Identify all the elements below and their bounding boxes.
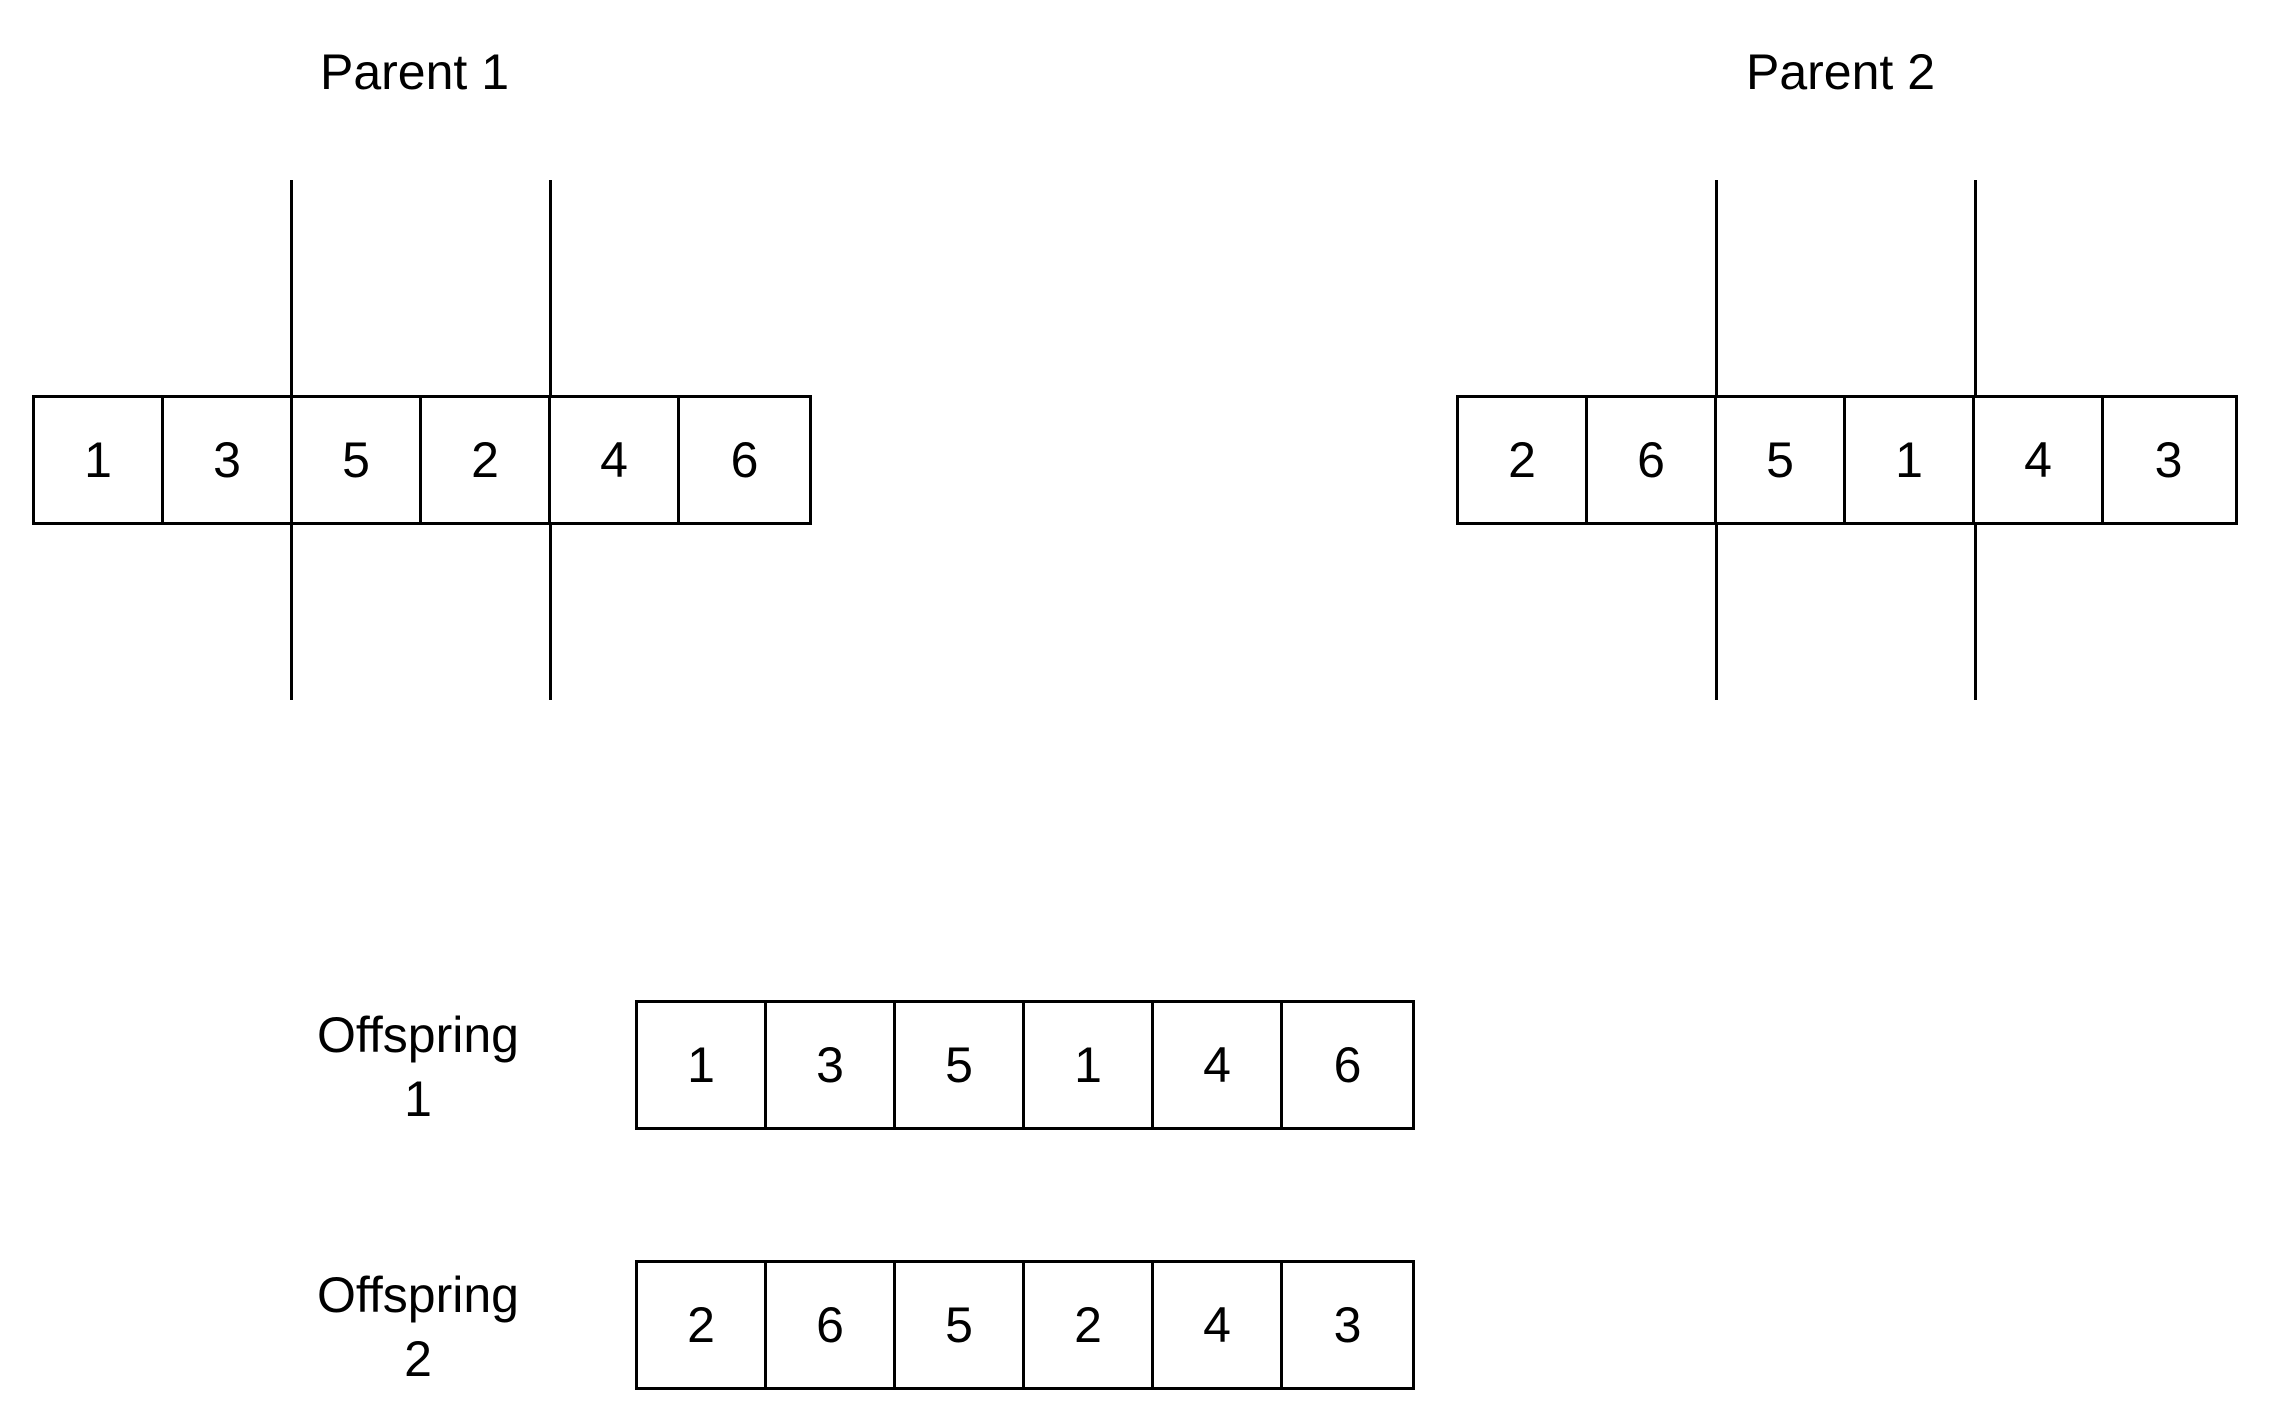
offspring1-chromosome: 1 3 5 1 4 6: [635, 1000, 1415, 1130]
parent1-title: Parent 1: [320, 44, 510, 100]
parent2-gene: 3: [2154, 432, 2183, 488]
parent1-gene: 2: [422, 398, 551, 522]
offspring1-title-line1: Offspring: [317, 1007, 519, 1063]
offspring1-gene: 6: [1333, 1037, 1362, 1093]
offspring1-title-line2: 1: [404, 1071, 432, 1127]
offspring1-title: Offspring 1: [268, 1003, 568, 1131]
offspring2-title-line2: 2: [404, 1331, 432, 1387]
parent2-gene: 4: [1975, 398, 2104, 522]
offspring2-gene: 3: [1333, 1297, 1362, 1353]
parent1-gene: 5: [293, 398, 422, 522]
offspring1-gene: 4: [1154, 1003, 1283, 1127]
offspring2-chromosome: 2 6 5 2 4 3: [635, 1260, 1415, 1390]
offspring2-gene: 6: [767, 1263, 896, 1387]
offspring2-gene: 2: [638, 1263, 767, 1387]
parent2-gene: 6: [1588, 398, 1717, 522]
parent2-gene: 5: [1717, 398, 1846, 522]
parent1-gene: 4: [551, 398, 680, 522]
offspring2-gene: 5: [896, 1263, 1025, 1387]
parent1-gene: 3: [164, 398, 293, 522]
offspring2-title: Offspring 2: [268, 1263, 568, 1391]
parent2-gene: 1: [1846, 398, 1975, 522]
parent1-gene: 6: [730, 432, 759, 488]
parent2-gene: 2: [1459, 398, 1588, 522]
offspring1-gene: 1: [638, 1003, 767, 1127]
parent2-chromosome: 2 6 5 1 4 3: [1456, 395, 2238, 525]
offspring1-gene: 5: [896, 1003, 1025, 1127]
offspring2-gene: 2: [1025, 1263, 1154, 1387]
offspring2-title-line1: Offspring: [317, 1267, 519, 1323]
parent2-title: Parent 2: [1746, 44, 1936, 100]
offspring2-gene: 4: [1154, 1263, 1283, 1387]
parent1-gene: 1: [35, 398, 164, 522]
offspring1-gene: 3: [767, 1003, 896, 1127]
offspring1-gene: 1: [1025, 1003, 1154, 1127]
parent1-chromosome: 1 3 5 2 4 6: [32, 395, 812, 525]
